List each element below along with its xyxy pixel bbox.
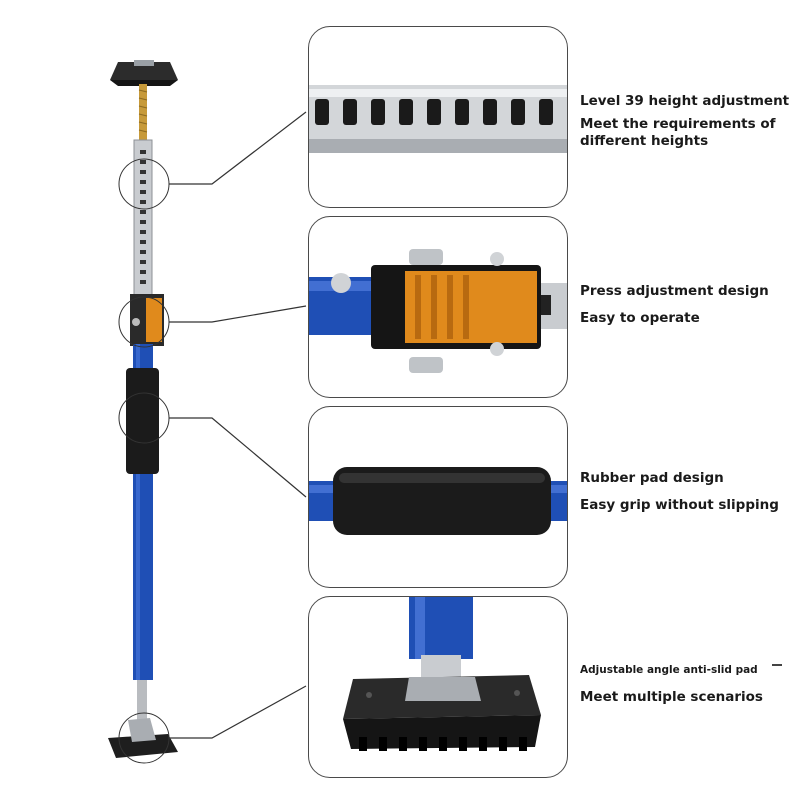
- ratchet-closeup: [309, 249, 567, 373]
- foam-grip: [126, 368, 159, 474]
- feature-4-desc: Meet multiple scenarios: [580, 689, 763, 705]
- feature-1-title: Level 39 height adjustment: [580, 93, 790, 109]
- detail-panel-press: [308, 216, 568, 398]
- bottom-pad: [108, 718, 178, 758]
- feature-3-desc: Easy grip without slipping: [580, 497, 779, 513]
- foam-grip-closeup: [309, 467, 567, 535]
- detail-panel-pad: [308, 596, 568, 778]
- detail-panel-height: [308, 26, 568, 208]
- pad-closeup: [343, 597, 541, 751]
- feature-2-desc: Easy to operate: [580, 310, 700, 326]
- leader-line-1: [169, 111, 307, 185]
- feature-2-title: Press adjustment design: [580, 283, 769, 299]
- leader-line-3: [169, 417, 307, 498]
- feature-3-title: Rubber pad design: [580, 470, 724, 486]
- leader-line-4: [169, 685, 307, 739]
- detail-panel-grip: [308, 406, 568, 588]
- feature-1-desc: Meet the requirements of different heigh…: [580, 116, 776, 149]
- leader-line-2: [169, 305, 307, 323]
- slotted-tube-closeup: [309, 85, 567, 153]
- decorative-mark: [772, 664, 782, 666]
- top-pad: [110, 60, 178, 86]
- ratchet-mechanism: [130, 294, 164, 346]
- threaded-rod: [139, 84, 147, 144]
- feature-4-title: Adjustable angle anti-slid pad: [580, 664, 758, 676]
